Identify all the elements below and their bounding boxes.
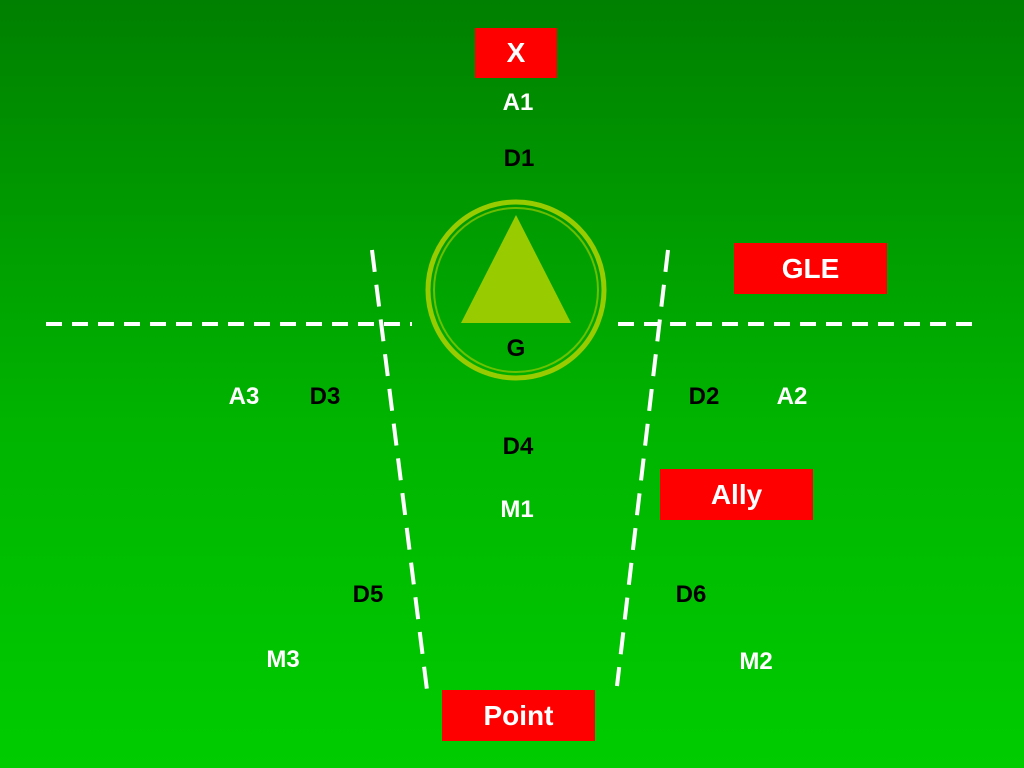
player-m1: M1 xyxy=(500,496,534,523)
gle-box: GLE xyxy=(734,243,887,294)
right-dashed-boundary xyxy=(615,249,670,687)
player-d1: D1 xyxy=(503,145,535,172)
player-d4: D4 xyxy=(502,433,534,460)
goal-circle-inner-ring xyxy=(433,207,599,373)
goal-triangle xyxy=(461,215,571,323)
player-a1: A1 xyxy=(502,89,534,116)
player-d3: D3 xyxy=(309,383,341,410)
player-a2: A2 xyxy=(776,383,808,410)
player-a3: A3 xyxy=(228,383,260,410)
player-g: G xyxy=(506,335,526,362)
player-d6: D6 xyxy=(675,581,707,608)
x-box: X xyxy=(475,28,557,78)
player-d5: D5 xyxy=(352,581,384,608)
player-d2: D2 xyxy=(688,383,720,410)
player-m3: M3 xyxy=(266,646,300,673)
point-box: Point xyxy=(442,690,595,741)
left-dashed-boundary xyxy=(370,249,429,691)
goal-circle xyxy=(425,199,607,381)
ally-box: Ally xyxy=(660,469,813,520)
player-m2: M2 xyxy=(739,648,773,675)
